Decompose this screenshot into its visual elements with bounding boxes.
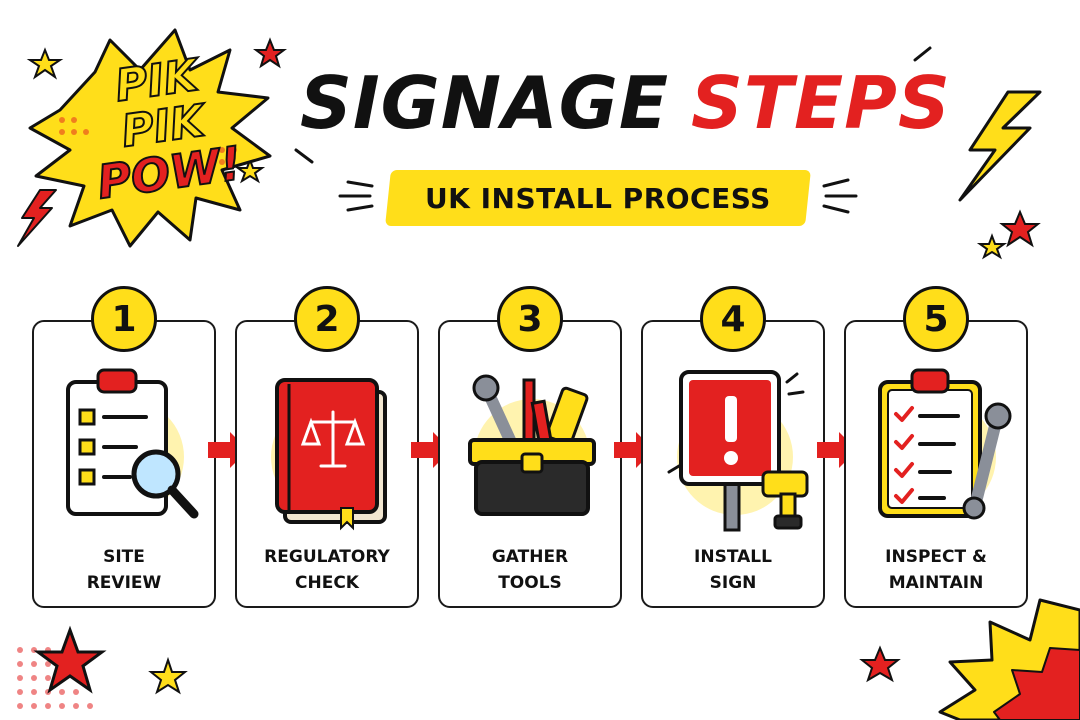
burst-shape (938, 598, 1080, 720)
star-icon (859, 645, 901, 683)
step-label-line: INSTALL (694, 547, 772, 567)
sign-drill-icon (667, 370, 809, 532)
step-number-badge-2: 2 (294, 286, 360, 352)
step-card-4: INSTALL SIGN (641, 320, 825, 608)
burst-text: PIK PIK POW! (69, 47, 257, 210)
clipboard-magnifier-icon (66, 368, 199, 519)
step-label-line: CHECK (295, 573, 359, 593)
star-icon (33, 625, 107, 694)
step-number-badge-1: 1 (91, 286, 157, 352)
step-card-3: GATHER TOOLS (438, 320, 622, 608)
law-book-icon (271, 378, 387, 531)
star-icon (999, 209, 1041, 248)
step-label-line: MAINTAIN (888, 573, 984, 593)
step-label-5: INSPECT & MAINTAIN (846, 544, 1026, 596)
star-icon (253, 37, 287, 69)
step-label-line: TOOLS (498, 573, 562, 593)
step-number-badge-5: 5 (903, 286, 969, 352)
step-label-line: GATHER (491, 547, 569, 567)
title-word-2: STEPS (691, 61, 951, 145)
step-number-badge-3: 3 (497, 286, 563, 352)
step-number-badge-4: 4 (700, 286, 766, 352)
step-label-3: GATHER TOOLS (440, 544, 620, 596)
star-icon (26, 47, 64, 80)
step-card-5: INSPECT & MAINTAIN (844, 320, 1028, 608)
step-label-2: REGULATORY CHECK (237, 544, 417, 596)
step-card-1: SITE REVIEW (32, 320, 216, 608)
star-icon (976, 233, 1008, 260)
step-label-line: INSPECT & (885, 547, 987, 567)
step-label-1: SITE REVIEW (34, 544, 214, 596)
subtitle-banner: UK INSTALL PROCESS (385, 170, 811, 226)
lightning-icon (17, 189, 57, 247)
title-word-1: SIGNAGE (300, 61, 670, 145)
step-label-line: REVIEW (86, 573, 162, 593)
star-icon (148, 656, 188, 695)
lightning-icon (958, 90, 1042, 202)
burst-shape-inner (993, 647, 1080, 720)
clipboard-wrench-icon (878, 368, 1012, 520)
step-label-4: INSTALL SIGN (643, 544, 823, 596)
toolbox-icon (468, 374, 596, 516)
step-label-line: REGULATORY (264, 547, 390, 567)
step-label-line: SIGN (709, 573, 757, 593)
subtitle: UK INSTALL PROCESS (425, 181, 771, 215)
step-card-2: REGULATORY CHECK (235, 320, 419, 608)
step-label-line: SITE (103, 547, 145, 567)
